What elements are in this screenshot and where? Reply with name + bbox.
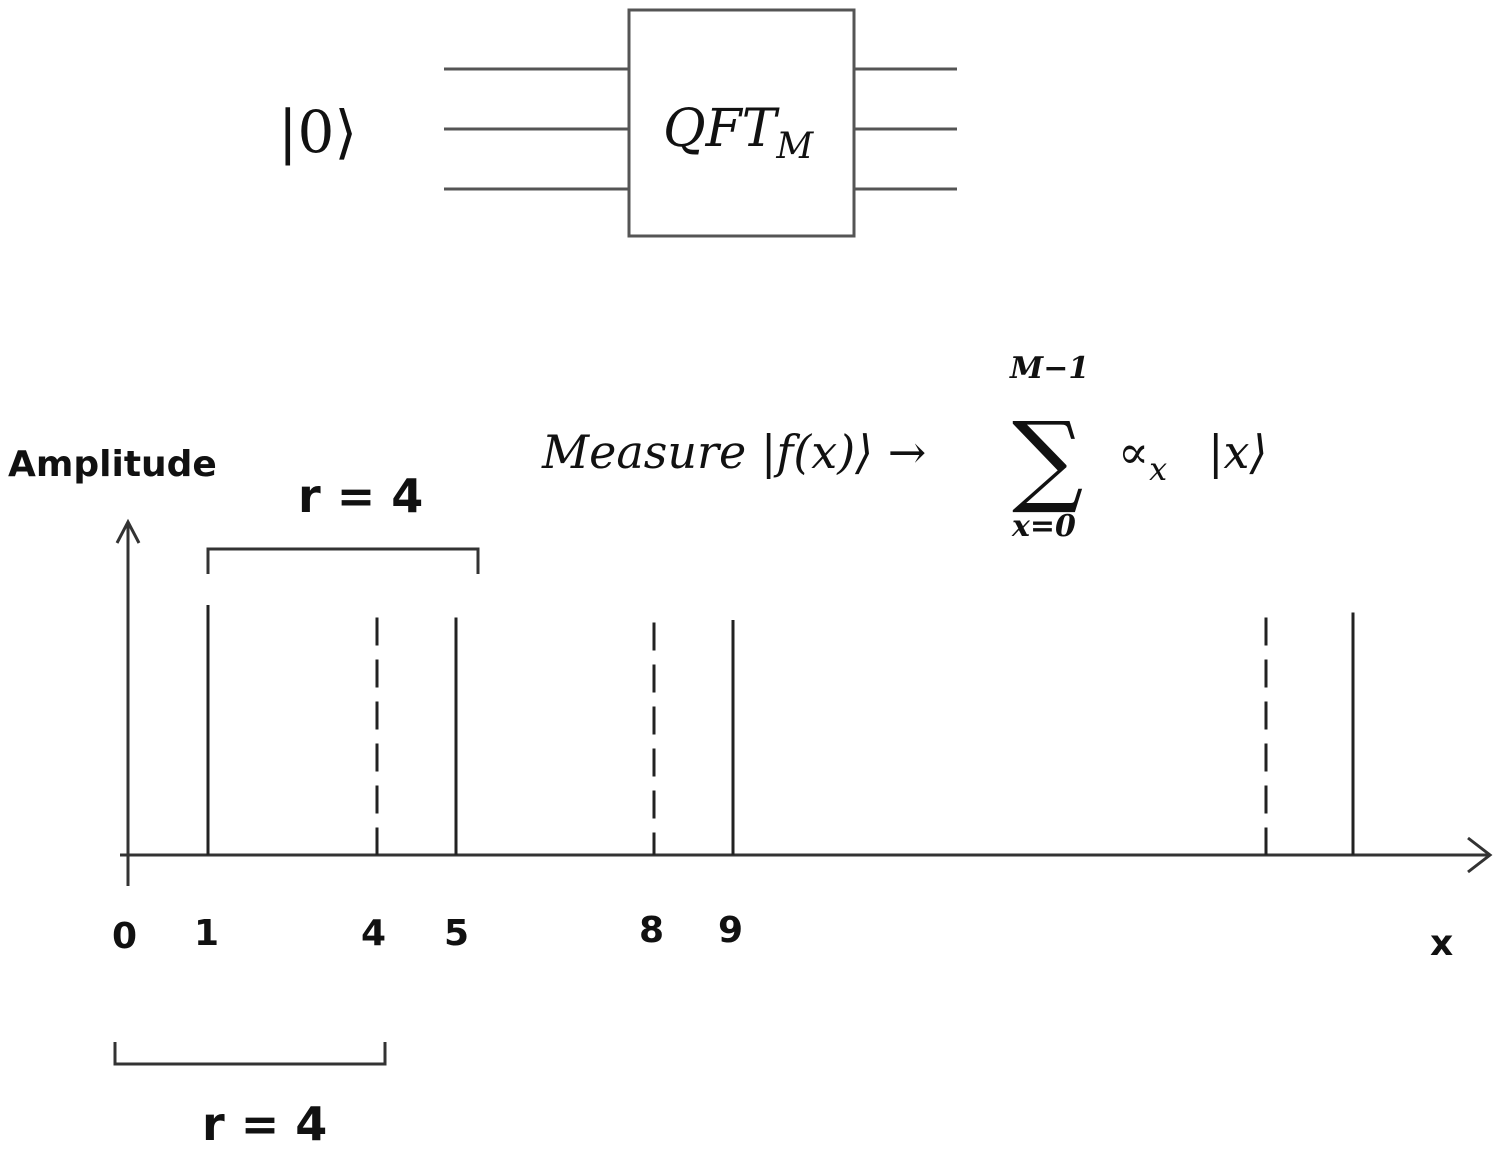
- x-tick-label: 8: [639, 910, 664, 951]
- bracket-top: [206, 547, 480, 574]
- x-tick-label: 1: [194, 913, 219, 954]
- period-label-top: r = 4: [298, 469, 423, 523]
- svg-text:QFTM: QFTM: [663, 99, 814, 167]
- period-bracket-bottom: r = 4: [113, 1042, 387, 1149]
- spikes: [206, 605, 1355, 855]
- svg-text:∝x: ∝x: [1118, 425, 1167, 488]
- period-bracket-top: r = 4: [206, 469, 480, 574]
- qft-gate-subscript: M: [775, 126, 814, 167]
- bracket-bottom: [113, 1042, 387, 1066]
- input-ket: |0⟩: [278, 98, 357, 166]
- x-axis-label: x: [1430, 923, 1453, 964]
- y-axis-arrowhead: [115, 518, 141, 544]
- x-tick-label: 5: [444, 913, 469, 954]
- ket-x: |x⟩: [1208, 425, 1267, 479]
- x-tick-label: 4: [361, 913, 386, 954]
- alpha-symbol: ∝: [1118, 425, 1149, 479]
- sum-lower-limit: x=0: [1011, 509, 1076, 544]
- alpha-subscript: x: [1149, 450, 1167, 488]
- qft-gate-label: QFT: [663, 99, 780, 159]
- measure-formula: Measure |f(x)⟩ → M−1 ∑ x=0 ∝x |x⟩: [541, 351, 1267, 544]
- x-axis-arrowhead: [1467, 836, 1493, 874]
- period-label-bottom: r = 4: [202, 1097, 327, 1149]
- sum-upper-limit: M−1: [1009, 351, 1089, 386]
- x-tick-labels: 1 4 5 8 9: [194, 910, 743, 954]
- origin-label: 0: [112, 916, 137, 957]
- sum-symbol: ∑: [1012, 400, 1083, 517]
- qft-gate-box: [627, 8, 856, 238]
- formula-prefix: Measure |f(x)⟩ →: [541, 425, 926, 479]
- x-tick-label: 9: [718, 910, 743, 951]
- qft-circuit: |0⟩ QFTM: [278, 8, 957, 238]
- amplitude-axes: Amplitude x 0: [8, 444, 1493, 964]
- y-axis-label: Amplitude: [8, 444, 217, 485]
